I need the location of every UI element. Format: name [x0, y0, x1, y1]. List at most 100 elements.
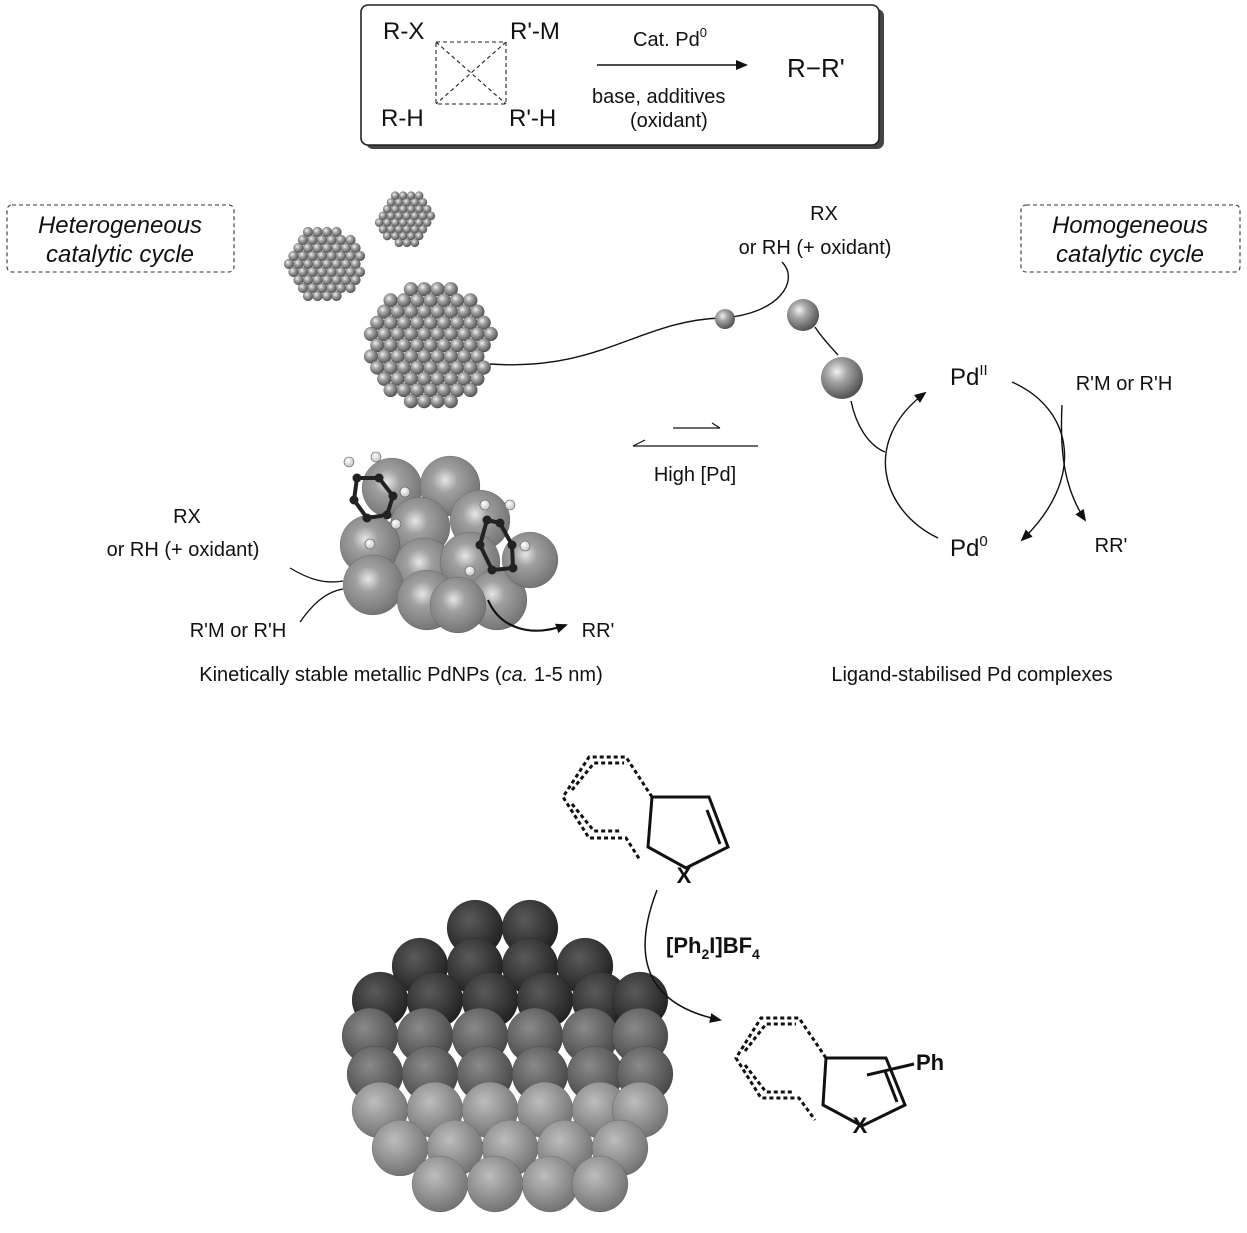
leached-pd-atom-medium	[787, 299, 819, 331]
surface-reagent-rh: or RH (+ oxidant)	[107, 539, 260, 561]
pd-atom	[443, 393, 459, 409]
arylation-arrow	[644, 889, 722, 1023]
pd-atom	[463, 293, 478, 308]
reactant-rx: R-X	[383, 18, 424, 45]
pd-atom	[403, 393, 419, 409]
cross-coupling-square	[435, 41, 507, 105]
pd-atom	[302, 290, 314, 302]
caption-heterogeneous: Kinetically stable metallic PdNPs (ca. 1…	[199, 664, 603, 686]
pd-atom	[483, 326, 498, 342]
coupling-partner-label: R'M or R'H	[1076, 373, 1173, 395]
pd-atom	[418, 197, 428, 207]
cycle-product-label: RR'	[1095, 535, 1128, 557]
pd-atom	[383, 382, 398, 398]
pd-atom	[354, 250, 366, 262]
pd-atom	[443, 281, 459, 297]
pd-atom	[476, 360, 491, 375]
pd-atom	[470, 349, 485, 364]
homogeneous-label-line-2: catalytic cycle	[1056, 241, 1204, 268]
nanoparticle-small	[374, 191, 436, 248]
pd-atom	[476, 337, 491, 353]
pd-atom	[321, 290, 333, 302]
heterogeneous-label-box: Heterogeneous catalytic cycle	[6, 204, 235, 273]
adsorbed-arene-2	[464, 499, 531, 577]
reaction-scheme-box: R-X R'-M R-H R'-H Cat. Pd0 base, additiv…	[360, 4, 884, 149]
arylated-product: X Ph	[734, 1016, 944, 1138]
nanoparticle-large	[363, 281, 498, 409]
pd-surface-cluster	[339, 455, 559, 634]
pd-atom	[476, 315, 491, 331]
heteroarene-substrate: X	[561, 755, 730, 888]
surface-product-label: RR'	[582, 620, 615, 642]
product-phenyl: Ph	[916, 1050, 944, 1075]
pd-atom	[470, 304, 485, 319]
arylation-reagent: [Ph2I]BF4	[666, 933, 760, 962]
pd-atom	[414, 231, 424, 241]
pd-atom	[463, 382, 478, 398]
pd-atom	[418, 224, 428, 234]
cycle-arc-left	[884, 391, 939, 539]
pd-atom	[312, 290, 323, 302]
reactant-rprime-m: R'-M	[510, 18, 560, 45]
pd-atom	[426, 211, 436, 221]
pd-atom	[382, 231, 392, 241]
leached-pd-atom-small	[715, 309, 735, 329]
pd-atom	[410, 238, 420, 248]
pd-atom	[394, 238, 404, 248]
pd-atom	[470, 371, 485, 387]
pd-cluster-atom	[521, 1155, 579, 1213]
caption-homogeneous: Ligand-stabilised Pd complexes	[831, 664, 1112, 686]
reactant-rh: R-H	[381, 105, 424, 132]
leaching-reagent-rh: or RH (+ oxidant)	[739, 237, 892, 259]
homogeneous-cycle: PdII Pd0 R'M or R'H RR'	[884, 362, 1173, 562]
pd-atom	[430, 393, 445, 409]
reactant-rprime-h: R'-H	[509, 105, 556, 132]
pd-surface-atom	[429, 576, 487, 634]
pd-atom	[350, 242, 361, 254]
heterogeneous-label-line-2: catalytic cycle	[46, 241, 194, 268]
pd-surface-atom	[342, 554, 404, 616]
surface-reagent-connector	[289, 567, 344, 583]
pd-atom	[345, 282, 356, 294]
pd-atom	[422, 218, 432, 228]
leaching-reagent-rx: RX	[810, 203, 838, 225]
pd-atom	[345, 234, 356, 246]
pd-0-label: Pd0	[950, 533, 988, 562]
substrate-heteroatom: X	[677, 863, 692, 888]
product-heteroatom: X	[853, 1113, 868, 1138]
homogeneous-label-line-1: Homogeneous	[1052, 212, 1208, 239]
product-rr: R−R'	[787, 53, 845, 83]
pd-atom	[350, 274, 361, 286]
partner-entry-arrow	[1060, 404, 1087, 522]
pd-atom	[331, 226, 342, 238]
atom-to-cycle-link	[850, 400, 886, 453]
pd-cluster-atom	[571, 1155, 629, 1213]
cycle-arc-right	[1011, 381, 1066, 542]
pd-nanocluster-model	[341, 899, 674, 1213]
pd-cluster-atom	[466, 1155, 524, 1213]
surface-reagent-rx: RX	[173, 506, 201, 528]
surface-product-arrow	[486, 599, 568, 634]
leaching-path-end	[814, 326, 839, 356]
homogeneous-label-box: Homogeneous catalytic cycle	[1020, 204, 1241, 273]
surface-partner-label: R'M or R'H	[190, 620, 287, 642]
adsorbed-arene-1	[343, 451, 411, 550]
pd-atom	[422, 204, 432, 214]
conditions-line-1: base, additives	[592, 86, 725, 108]
pd-atom	[354, 266, 366, 278]
leaching-path	[489, 261, 790, 366]
catalyst-label: Cat. Pd0	[633, 25, 707, 51]
nanoparticle-small	[283, 226, 366, 302]
pd-atom	[414, 191, 424, 201]
equilibrium-condition: High [Pd]	[654, 464, 736, 486]
pd-ii-label: PdII	[950, 362, 988, 391]
pd-atom	[402, 238, 412, 248]
leached-pd-atom-large	[821, 357, 863, 399]
equilibrium-arrows	[632, 422, 758, 447]
box-frame	[360, 4, 880, 146]
pd-cluster-atom	[411, 1155, 469, 1213]
pd-atom	[331, 290, 342, 302]
pd-atom	[416, 393, 432, 409]
surface-partner-connector	[299, 588, 344, 623]
